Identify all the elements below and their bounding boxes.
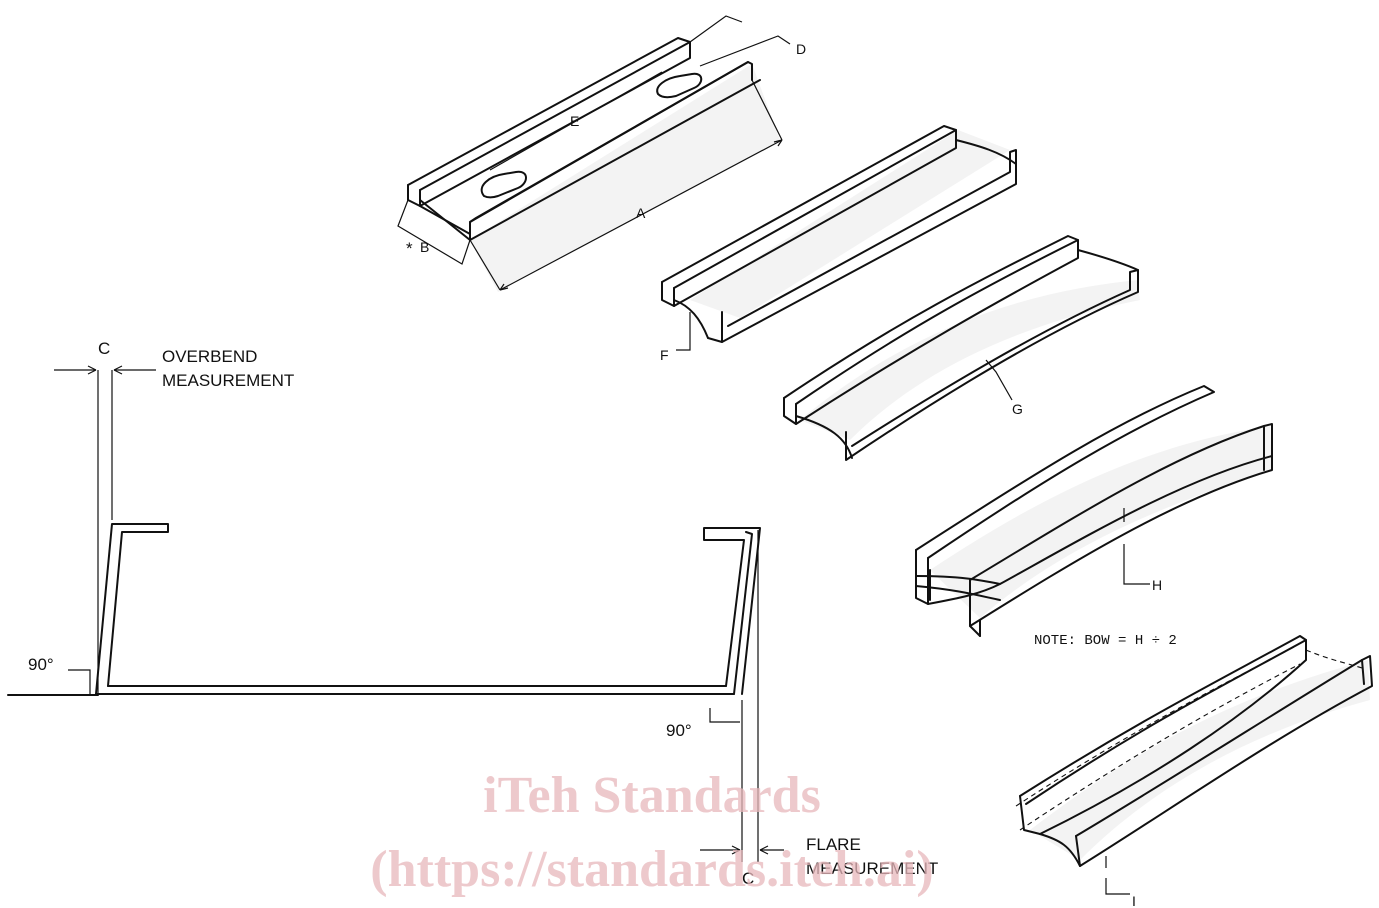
label-a: A <box>636 205 646 221</box>
channel-dimensions-figure <box>397 15 791 292</box>
label-b-marker: * <box>406 239 413 258</box>
channel-cross-section <box>7 365 784 862</box>
watermark-line1: iTeh Standards <box>483 767 821 824</box>
label-e: E <box>570 113 579 129</box>
label-i: I <box>1132 893 1136 908</box>
label-h: H <box>1152 577 1162 593</box>
bow-note: NOTE: BOW = H ÷ 2 <box>1034 633 1177 649</box>
label-f: F <box>660 347 669 363</box>
overbend-label-line2: MEASUREMENT <box>162 371 294 390</box>
label-g: G <box>1012 401 1023 417</box>
overbend-label-line1: OVERBEND <box>162 347 257 366</box>
watermark-line2: (https://standards.iteh.ai) <box>370 841 933 898</box>
twist-figure <box>783 235 1140 461</box>
bow-figure <box>915 385 1273 637</box>
flange-deviation-figure <box>661 125 1017 351</box>
label-c-top: C <box>98 339 110 358</box>
label-d: D <box>796 41 806 57</box>
label-b: B <box>420 239 429 255</box>
camber-figure <box>1015 635 1373 895</box>
flare-label-line2: MEASUREMENT <box>806 859 938 878</box>
label-c-bottom: C <box>742 869 754 888</box>
angle-left-label: 90° <box>28 655 54 674</box>
flare-label-line1: FLARE <box>806 835 861 854</box>
angle-right-label: 90° <box>666 721 692 740</box>
